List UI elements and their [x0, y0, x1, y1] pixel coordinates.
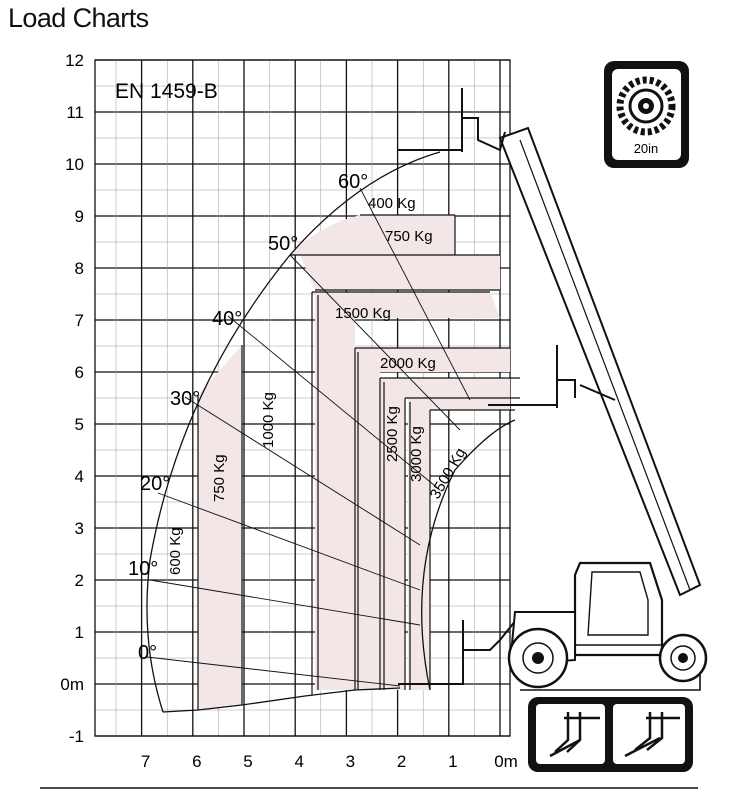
fork-icon-2: [624, 712, 680, 758]
load-label-2500: 2500 Kg: [384, 406, 401, 462]
y-tick-label: 0m: [60, 675, 84, 694]
load-label-3500: 3500 Kg: [427, 445, 470, 502]
load-label-400: 400 Kg: [368, 195, 416, 212]
x-tick-label: 4: [294, 752, 303, 771]
angle-label-30: 30°: [170, 388, 200, 410]
angle-label-50: 50°: [268, 233, 298, 255]
zone-750-kg-left: [198, 345, 242, 710]
load-label-750-upper: 750 Kg: [385, 228, 433, 245]
load-label-1500: 1500 Kg: [335, 305, 391, 322]
x-tick-label: 7: [141, 752, 150, 771]
fork-badge: [528, 697, 693, 772]
telehandler-illustration: [398, 88, 708, 691]
y-tick-label: 7: [75, 311, 84, 330]
tyre-icon: [616, 76, 676, 136]
load-label-600: 600 Kg: [167, 527, 184, 575]
load-label-1000: 1000 Kg: [260, 392, 277, 448]
y-tick-label: -1: [69, 727, 84, 746]
tyre-badge: 20in: [604, 61, 689, 168]
angle-rays: [146, 187, 471, 687]
y-tick-label: 2: [75, 571, 84, 590]
reach-envelope: [146, 151, 441, 713]
y-tick-label: 6: [75, 363, 84, 382]
y-tick-label: 12: [65, 51, 84, 70]
x-tick-label: 0m: [494, 752, 518, 771]
y-tick-label: 4: [75, 467, 84, 486]
y-tick-label: 9: [75, 207, 84, 226]
y-tick-label: 11: [66, 103, 84, 122]
load-label-3000: 3000 Kg: [408, 426, 425, 482]
x-axis-ticks: 7 6 5 4 3 2 1 0m: [141, 752, 518, 771]
x-tick-label: 6: [192, 752, 201, 771]
load-zones: [198, 215, 510, 710]
zone-boundaries: [197, 214, 520, 710]
zone-1500-kg: [315, 292, 500, 690]
x-tick-label: 3: [346, 752, 355, 771]
zone-750-kg-upper: [300, 255, 500, 290]
angle-label-60: 60°: [338, 171, 368, 193]
angle-label-20: 20°: [140, 473, 170, 495]
envelope-floor: [162, 687, 401, 713]
y-tick-label: 3: [75, 519, 84, 538]
y-tick-label: 8: [75, 259, 84, 278]
y-tick-label: 5: [75, 415, 84, 434]
x-tick-label: 1: [448, 752, 457, 771]
inner-envelope: [421, 419, 516, 691]
angle-label-40: 40°: [212, 308, 242, 330]
zone-2000-kg: [355, 348, 510, 690]
page-title: Load Charts: [8, 3, 149, 33]
load-label-2000: 2000 Kg: [380, 355, 436, 372]
standard-label: EN 1459-B: [115, 80, 218, 103]
tyre-size-label: 20in: [634, 141, 659, 156]
angle-label-10: 10°: [128, 558, 158, 580]
angle-label-0: 0°: [138, 642, 157, 664]
load-label-750-left: 750 Kg: [211, 454, 228, 502]
zone-2500-kg: [380, 378, 510, 690]
fork-icon-1: [549, 712, 600, 758]
y-axis-ticks: 12 11 10 9 8 7 6 5 4 3 2 1 0m -1: [60, 51, 84, 746]
x-tick-label: 5: [243, 752, 252, 771]
zone-400-kg: [290, 215, 455, 255]
y-tick-label: 1: [75, 623, 84, 642]
x-tick-label: 2: [397, 752, 406, 771]
y-tick-label: 10: [65, 155, 84, 174]
